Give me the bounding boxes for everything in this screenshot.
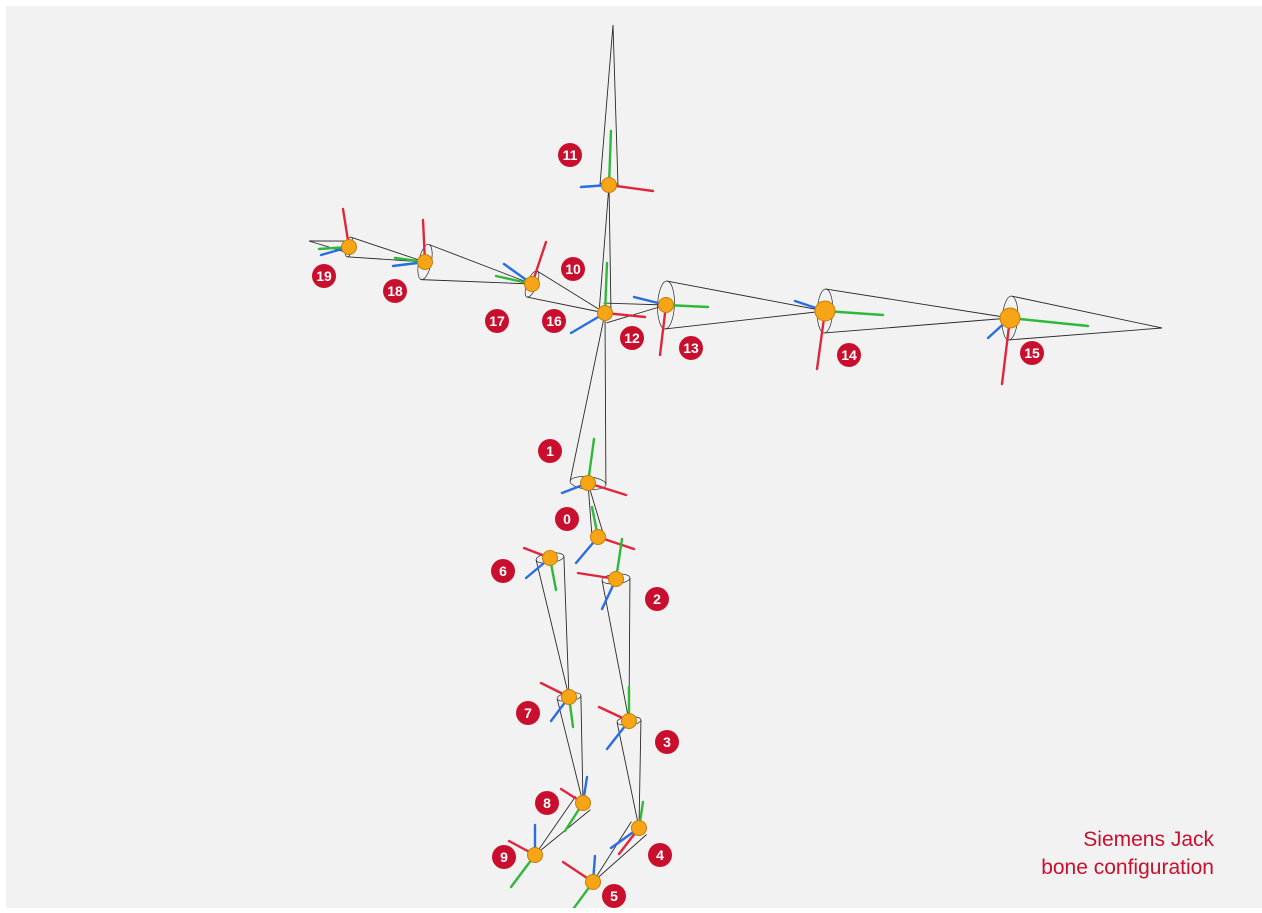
joint-label-19-badge — [312, 264, 336, 288]
joint-label-0-badge — [555, 507, 579, 531]
joint-label-10: 10 — [561, 257, 585, 281]
joint-9-sphere — [527, 847, 543, 863]
joint-label-17-text: 17 — [489, 313, 505, 329]
joint-15-sphere — [999, 307, 1021, 329]
viewport-background — [6, 6, 1262, 908]
joint-3-sphere — [621, 713, 637, 729]
joint-2-sphere — [608, 571, 624, 587]
joint-label-8-badge — [535, 791, 559, 815]
joint-label-16-badge — [542, 309, 566, 333]
joint-label-19: 19 — [312, 264, 336, 288]
joint-13-sphere — [658, 297, 674, 313]
joint-label-18-badge — [383, 279, 407, 303]
joint-label-3: 3 — [655, 730, 679, 754]
joint-label-13-text: 13 — [683, 340, 699, 356]
joint-5-sphere — [585, 874, 601, 890]
joint-label-17-badge — [485, 309, 509, 333]
joint-15-axis-y — [1008, 316, 1090, 328]
joint-label-9-badge — [492, 845, 516, 869]
caption-line-1: Siemens Jack — [1083, 828, 1214, 851]
joint-label-15-text: 15 — [1024, 345, 1040, 361]
joint-label-0: 0 — [555, 507, 579, 531]
joint-10-sphere — [597, 305, 613, 321]
joint-label-6-text: 6 — [499, 563, 507, 579]
diagram-caption: Siemens Jack bone configuration — [1041, 826, 1214, 882]
joint-label-4: 4 — [648, 843, 672, 867]
joint-label-5-badge — [602, 884, 626, 908]
joint-label-4-badge — [648, 843, 672, 867]
joint-label-12-badge — [620, 326, 644, 350]
joint-6-sphere — [542, 550, 558, 566]
joint-label-14: 14 — [837, 343, 861, 367]
joint-18-sphere — [417, 254, 433, 270]
joint-7-sphere — [561, 689, 577, 705]
joint-label-0-text: 0 — [563, 511, 571, 527]
joint-label-9: 9 — [492, 845, 516, 869]
joint-label-2: 2 — [645, 587, 669, 611]
joint-8-sphere — [575, 795, 591, 811]
joint-label-18: 18 — [383, 279, 407, 303]
joint-label-1-badge — [538, 439, 562, 463]
joint-label-14-text: 14 — [841, 347, 857, 363]
joint-label-8-text: 8 — [543, 795, 551, 811]
joint-label-13-badge — [679, 336, 703, 360]
caption-line-2: bone configuration — [1041, 856, 1214, 879]
joint-label-10-text: 10 — [565, 261, 581, 277]
joint-11-axis-y — [607, 129, 613, 187]
joint-label-15: 15 — [1020, 341, 1044, 365]
joint-label-4-text: 4 — [656, 847, 664, 863]
joint-14-sphere — [814, 300, 836, 322]
joint-label-14-badge — [837, 343, 861, 367]
bone-head — [599, 24, 619, 186]
joint-13-axis-x — [658, 303, 668, 357]
joint-label-7-badge — [516, 701, 540, 725]
joint-0-sphere — [590, 529, 606, 545]
joint-label-1-text: 1 — [546, 443, 554, 459]
joint-label-3-text: 3 — [663, 734, 671, 750]
joint-11-sphere — [601, 177, 617, 193]
joint-label-16: 16 — [542, 309, 566, 333]
joint-label-2-badge — [645, 587, 669, 611]
joint-label-13: 13 — [679, 336, 703, 360]
joint-label-12-text: 12 — [624, 330, 640, 346]
joint-1-sphere — [580, 475, 596, 491]
joint-label-11-badge — [558, 143, 582, 167]
joint-label-3-badge — [655, 730, 679, 754]
joint-label-12: 12 — [620, 326, 644, 350]
bone-right-hand — [1008, 295, 1163, 341]
joint-label-10-badge — [561, 257, 585, 281]
joint-label-15-badge — [1020, 341, 1044, 365]
joint-label-9-text: 9 — [500, 849, 508, 865]
joint-label-5: 5 — [602, 884, 626, 908]
joint-label-17: 17 — [485, 309, 509, 333]
joint-label-11: 11 — [558, 143, 582, 167]
joint-label-7-text: 7 — [524, 705, 532, 721]
joint-label-5-text: 5 — [610, 888, 618, 904]
joint-label-6: 6 — [491, 559, 515, 583]
joint-4-sphere — [631, 820, 647, 836]
joint-label-19-text: 19 — [316, 268, 332, 284]
joint-label-1: 1 — [538, 439, 562, 463]
joint-label-16-text: 16 — [546, 313, 562, 329]
joint-label-2-text: 2 — [653, 591, 661, 607]
joint-17-sphere — [524, 276, 540, 292]
joint-19-sphere — [341, 239, 357, 255]
joint-15-axis-x — [1000, 316, 1012, 386]
joint-label-18-text: 18 — [387, 283, 403, 299]
joint-label-7: 7 — [516, 701, 540, 725]
joint-label-11-text: 11 — [563, 147, 578, 163]
joint-spheres — [341, 177, 1021, 890]
joint-label-6-badge — [491, 559, 515, 583]
joint-12-axis-y — [603, 261, 609, 315]
joint-label-8: 8 — [535, 791, 559, 815]
